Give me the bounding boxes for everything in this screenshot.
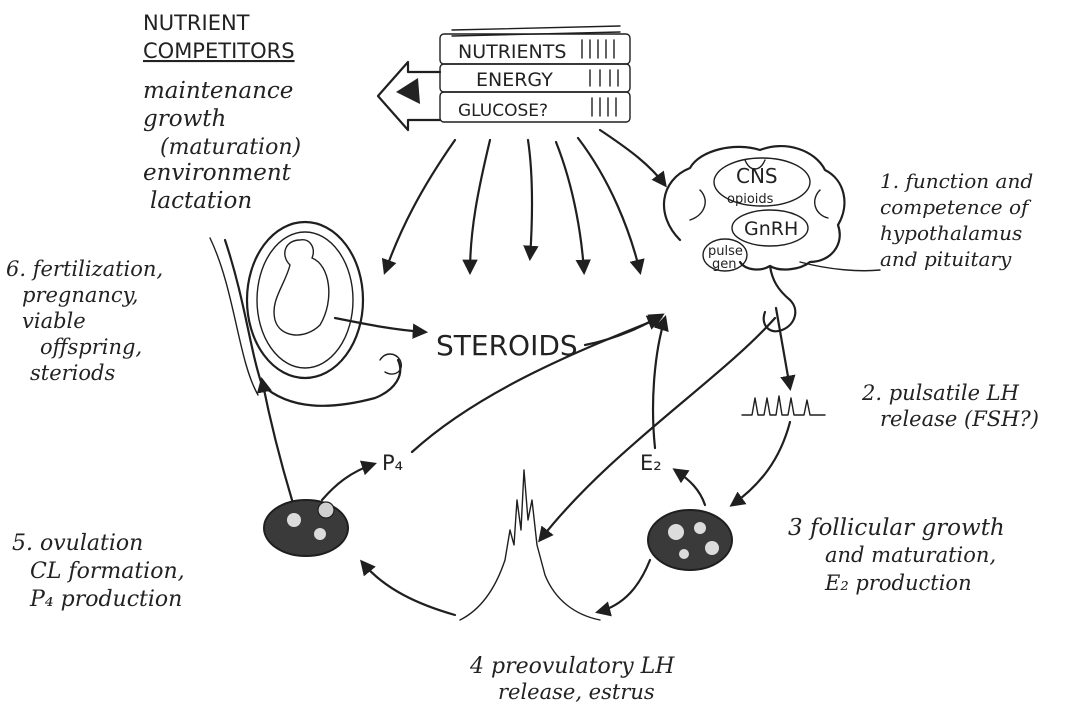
p4-label: P₄ — [382, 451, 403, 475]
cl-spot-1 — [287, 513, 301, 527]
step-2-label: 2. pulsatile LH release (FSH?) — [861, 381, 1039, 431]
energy-label: ENERGY — [476, 69, 553, 91]
supply-arrow-3 — [528, 140, 532, 258]
amnion-inner — [257, 232, 353, 368]
step-1-line-4: and pituitary — [880, 247, 1012, 271]
cl-ovary-shape — [264, 500, 348, 556]
step-6-line-5: steriods — [30, 361, 115, 385]
step-4-line-2: release, estrus — [498, 680, 655, 704]
steroids-label: STEROIDS — [436, 329, 578, 362]
pituitary — [764, 266, 796, 331]
step-5-line-2: CL formation, — [30, 559, 185, 584]
competitor-environment: environment — [143, 160, 292, 186]
step-3-line-2: and maturation, — [825, 543, 996, 567]
step-6-line-2: pregnancy, — [22, 283, 138, 307]
ovary-small — [380, 354, 401, 374]
brain: CNS opioids GnRH pulse gen — [664, 146, 880, 331]
competitor-maintenance: maintenance — [143, 78, 293, 104]
follicle-4 — [679, 549, 689, 559]
step-1-line-3: hypothalamus — [880, 221, 1022, 245]
nutrient-supply-stack: NUTRIENTS ENERGY GLUCOSE? — [378, 26, 630, 130]
brainstem — [800, 262, 880, 271]
step-3-label: 3 follicular growth and maturation, E₂ p… — [788, 515, 1005, 595]
cns-label: CNS — [736, 164, 778, 188]
follicle-ovary — [648, 510, 732, 570]
step-6-label: 6. fertilization, pregnancy, viable offs… — [6, 257, 163, 385]
ovulation-to-pregnancy-arrow — [262, 380, 292, 500]
step-1-line-2: competence of — [880, 195, 1032, 219]
steroids-to-brain-arrow — [585, 315, 662, 345]
step-1-label: 1. function and competence of hypothalam… — [880, 169, 1033, 271]
opioids-label: opioids — [727, 192, 774, 207]
step-5-line-1: 5. ovulation — [12, 531, 143, 556]
step-6-line-1: 6. fertilization, — [6, 257, 163, 281]
supply-arrows — [385, 130, 665, 272]
competitors-title-line2: COMPETITORS — [143, 39, 295, 63]
follicle-to-surge-arrow — [598, 560, 650, 612]
e2-from-follicle-arrow — [675, 470, 705, 505]
step-5-label: 5. ovulation CL formation, P₄ production — [12, 531, 185, 612]
lh-surge-peak — [460, 470, 600, 620]
follicle-3 — [705, 541, 719, 555]
outflow-arrow-fill — [396, 78, 420, 104]
amniotic-sac — [247, 222, 363, 378]
step-3-line-3: E₂ production — [824, 571, 972, 595]
glucose-label: GLUCOSE? — [458, 101, 548, 121]
step-3-line-1: 3 follicular growth — [788, 515, 1005, 541]
nutrient-competitors: NUTRIENT COMPETITORS maintenance growth … — [143, 11, 301, 214]
uterine-wall — [210, 238, 258, 395]
nutrients-label: NUTRIENTS — [458, 41, 566, 63]
fetus — [274, 240, 329, 335]
supply-arrow-4 — [556, 142, 584, 272]
step-6-line-4: offspring, — [40, 335, 142, 359]
follicle-2 — [694, 522, 706, 534]
e2-to-brain-arrow — [653, 318, 665, 448]
competitor-lactation: lactation — [150, 188, 252, 214]
competitors-title-line1: NUTRIENT — [143, 11, 250, 35]
cl-to-p4-arrow — [322, 464, 374, 500]
stack-hatching — [582, 40, 618, 116]
step-2-line-2: release (FSH?) — [880, 407, 1039, 431]
step-1-line-1: 1. function and — [880, 169, 1033, 193]
step-6-line-3: viable — [22, 309, 86, 333]
pulses-to-follicle-arrow — [732, 422, 790, 505]
cl-spot-2 — [314, 528, 326, 540]
competitor-maturation: (maturation) — [160, 135, 301, 160]
corpus-luteum-ovary — [264, 500, 348, 556]
supply-arrow-5 — [578, 138, 640, 272]
follicle-1 — [668, 524, 684, 540]
supply-arrow-2 — [470, 140, 490, 272]
follicle-ovary-shape — [648, 510, 732, 570]
gnrh-label: GnRH — [744, 218, 798, 240]
e2-label: E₂ — [640, 451, 662, 475]
gen-label: gen — [712, 257, 737, 272]
pituitary-to-pulses-arrow — [776, 308, 790, 388]
supply-arrow-brain — [600, 130, 665, 185]
surge-to-ovulation-arrow — [362, 562, 455, 615]
corpus-luteum — [318, 502, 334, 518]
uterus-fetus — [210, 222, 401, 406]
competitor-growth: growth — [143, 106, 226, 132]
step-5-line-3: P₄ production — [29, 587, 182, 612]
supply-arrow-1 — [385, 140, 455, 272]
step-4-line-1: 4 preovulatory LH — [469, 654, 675, 679]
step-2-line-1: 2. pulsatile LH — [861, 381, 1020, 405]
pulsatile-lh-trace — [742, 396, 825, 415]
step-4-label: 4 preovulatory LH release, estrus — [469, 654, 675, 704]
